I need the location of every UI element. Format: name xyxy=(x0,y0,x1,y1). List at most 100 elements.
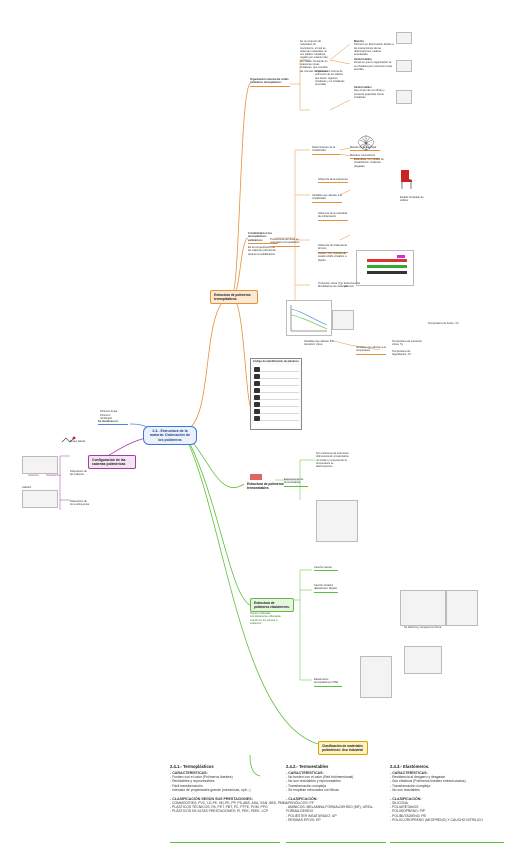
term-semicristalino: Semicristalino Hay zona más con fibras y… xyxy=(354,86,394,99)
chain-sketch-1 xyxy=(22,456,58,474)
tg-graph-lines xyxy=(290,305,328,332)
col3-sub2: - CLASIFICACIÓN: xyxy=(390,796,422,801)
col2-sub2: - CLASIFICACIÓN: xyxy=(286,796,318,801)
col3-item8: - POLIBUTADIENO: PB xyxy=(390,813,426,818)
factor-determinacion: Determinación de la cristalinidad xyxy=(312,146,340,155)
side-label-1: Temperatura de fusión, Tm xyxy=(428,322,459,325)
col2-item3: - Transformación compleja xyxy=(286,783,326,788)
col-termoplasticos: 2.4.1.- Termoplásticos - CARACTERÍSTICAS… xyxy=(170,764,288,814)
plastic-code-table-title: Código de identificación de plásticos xyxy=(253,360,299,363)
connector-table xyxy=(231,295,253,411)
branch-elastomeros[interactable]: Estructura de polímeros elastómeros. xyxy=(250,598,294,612)
term-semicristalina-text: Zonas en que la organización se es crist… xyxy=(354,61,393,71)
col2-item6: - AMINICOS: MELAMINA-FORMALDEHÍDO (MF), … xyxy=(286,805,374,814)
term-mancha-title: Mancha xyxy=(354,40,364,43)
col2-item8: - RESINAS EPOXI: EP xyxy=(286,818,321,823)
elastomer-figure-2 xyxy=(446,590,478,626)
branch-termoestables[interactable]: Estructura de polímeros termoestables xyxy=(247,482,284,490)
col3-item3: - Transformación compleja xyxy=(390,783,430,788)
branch-ramificar[interactable]: Se clasifican en: xyxy=(98,420,128,426)
term-semicristalino-title: Semicristalino xyxy=(354,86,372,89)
connector-clasificacion xyxy=(185,437,319,745)
molecule-sketch-3 xyxy=(396,90,412,104)
factor-volumetricos: Métodos volumétricos xyxy=(350,154,380,160)
atactico-label: Atáctico xyxy=(22,486,32,489)
lamella-note: Estado: Rodeado de sólidos. xyxy=(400,196,424,203)
connector-top xyxy=(231,83,251,297)
config-note-2: Disposición de las cadenas xyxy=(70,470,87,477)
cristalinidad-title: Cristalinidad en los termoplásticos poli… xyxy=(248,232,278,244)
factor-enfriamiento: Influencia de la velocidad de enfriamien… xyxy=(318,212,348,221)
col1-sub1: - CARACTERÍSTICAS: xyxy=(170,771,208,775)
term-mancha-text: Polímero en deformación debido a las int… xyxy=(354,43,394,57)
central-topic[interactable]: 2.3.- Estructura de la materia: Ordenaci… xyxy=(143,426,197,446)
col1-item2: - Reciclables y reprocesables. xyxy=(170,779,216,784)
ordering-desc-2: Organización interna de polímeros de los… xyxy=(315,70,345,87)
col1-item5: - COMMODITIES: PVC, LD-PE, HD-PE, PP, PS… xyxy=(170,800,288,805)
vitrea-note: Transición vítrea (Tg): Movilidad de las… xyxy=(318,282,348,289)
molecule-sketch-1 xyxy=(396,32,412,44)
factor-tratamiento: Influencia del tratamiento térmico xyxy=(318,244,348,253)
tg-graph xyxy=(286,300,332,336)
branch-configuracion[interactable]: Configuración de las cadenas poliméricas xyxy=(88,455,136,470)
col2-item4: - Se emplean reforzados con fibras xyxy=(286,788,339,793)
factor-variables: Variables que afectan a la cristalinidad xyxy=(312,194,342,203)
col2-item1: - No funden con el calor (Red tridimensi… xyxy=(286,775,354,779)
side-label-2: Temperatura de transición vítrea, Tg xyxy=(392,340,422,347)
elastomeros-subtitle: Tienen moléculas completamente ordenadas… xyxy=(250,612,281,625)
sindiotactico-label: Sindiotáctico xyxy=(46,474,61,477)
col3-title: 2.4.3.- Elastómeros. xyxy=(390,764,430,769)
config-note-3: Disposición de los sustituyentes xyxy=(70,500,90,507)
termoestable-network-sketch xyxy=(316,500,358,542)
molecule-structure-icon xyxy=(61,436,76,443)
termoestables-desc: Estructura de los termoestables xyxy=(284,478,308,487)
variables-desc: Variables que afectan a la temperatura xyxy=(356,346,386,355)
side-label-3: Temperatura de degradación, Td xyxy=(392,350,411,357)
connector-amorphous xyxy=(185,295,233,431)
col3-item1: - Resistencia al desgarro y desgaste xyxy=(390,775,445,779)
elastomeros-note-3: Elastómeros termoplásticos (TPE) xyxy=(314,678,342,687)
col3-item6: - POLIURETANOS xyxy=(390,805,419,810)
col1-underline xyxy=(170,842,280,843)
term-semicristalina-title: Semicristalina xyxy=(354,58,372,61)
col1-item4: - Intervalo de propiedades grande (mecán… xyxy=(170,788,251,793)
transition-chart xyxy=(356,250,414,286)
termoestables-notes: Son polímeros de estructura tridimension… xyxy=(316,452,349,469)
col1-sub2: - CLASIFICACIÓN SEGÚN SUS PRESTACIONES: xyxy=(170,796,253,801)
ordering-title: Organización interna del sólido poliméri… xyxy=(250,78,290,87)
connector-elastomeros xyxy=(185,435,253,607)
col3-item7: - POLIISOPRENO: PIP xyxy=(390,809,426,814)
chain-sketch-2 xyxy=(22,490,58,508)
col3-item2: - Son elásticos (Polímeros lineales entr… xyxy=(390,779,466,784)
col2-title: 2.4.2.- Termoestables xyxy=(286,764,329,769)
variables-title: Variables que afectan a la transición ví… xyxy=(304,340,334,347)
col3-item9: - POLICLOROPRENO (NEOPRENO) Y CAUCHO NIT… xyxy=(390,818,483,823)
col3-item4: - No son reciclables xyxy=(390,788,420,793)
col1-item1: - Funden con el calor (Polímeros lineale… xyxy=(170,775,233,779)
col2-sub1: - CARACTERÍSTICAS: xyxy=(286,771,324,775)
col-elastomeros: 2.4.3.- Elastómeros. - CARACTERÍSTICAS: … xyxy=(390,764,508,823)
termoestables-icon xyxy=(250,474,262,480)
col1-item6: - PLÁSTICOS TÉCNICOS: PA, PET, PBT, PC, … xyxy=(170,805,268,810)
ramificar-b: Polímero ramificado xyxy=(100,414,112,421)
transiciones-title: Transiciones térmicas en materiales term… xyxy=(270,238,300,247)
tpe-figure xyxy=(404,646,442,674)
factor-estructura: Influencia de la estructura xyxy=(318,178,348,184)
ordering-desc: Se un conjunto de materiales sin crecimi… xyxy=(300,40,329,73)
fusion-note: Fusión (Tm): Cambio de estado sólido cri… xyxy=(318,252,347,262)
elastomeros-note-2: Caucho sintético (Elastómero Hipato) xyxy=(314,584,338,593)
col3-item5: - SILICONA xyxy=(390,800,408,805)
col3-sub1: - CARACTERÍSTICAS: xyxy=(390,771,428,775)
molecule-sketch-2 xyxy=(396,60,412,72)
estructura-label: Estructura del polímero xyxy=(344,282,361,289)
chair-icon xyxy=(401,170,412,189)
branch-clasificacion[interactable]: Clasificación de materiales poliméricos:… xyxy=(318,741,368,755)
isotactico-label: Isotáctico xyxy=(28,474,39,477)
cristalinidad-desc: Es la reorganización de las cadenas poli… xyxy=(248,246,276,256)
branch-termoplasticos[interactable]: Estructura de polímeros termoplásticos xyxy=(210,290,258,304)
ramificar-a: Polímero lineal xyxy=(100,410,118,413)
plastic-code-table: Código de identificación de plásticos xyxy=(250,358,302,430)
col2-item5: - FENÓLICOS: PF xyxy=(286,800,314,805)
term-semicristalino-text: Hay zona más con fibras y presenta peque… xyxy=(354,89,385,99)
esferulitas-note: Esferulitas: Un modelo de cristalización… xyxy=(354,158,384,168)
